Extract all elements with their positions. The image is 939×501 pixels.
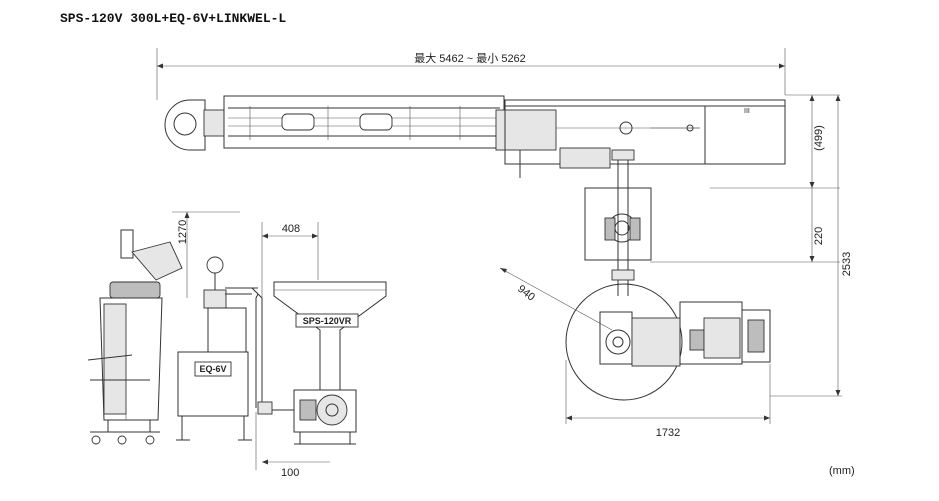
dim-conveyor-height: (499) xyxy=(813,125,825,151)
tank-label: EQ-6V xyxy=(199,364,226,374)
dim-pipe-offset: 100 xyxy=(281,467,299,479)
dim-overall-length: 最大 5462 ~ 最小 5262 xyxy=(414,51,526,65)
svg-text:III: III xyxy=(744,108,750,115)
dim-radius: 940 xyxy=(515,283,537,304)
conveyor-top-view: 最大 5462 ~ 最小 5262 III xyxy=(156,48,853,439)
side-view: 1270 EQ-6V 408 100 SPS-1 xyxy=(87,211,387,479)
dim-offset-408: 408 xyxy=(282,223,300,235)
dim-base-width: 1732 xyxy=(656,427,680,439)
dim-mid-height: 220 xyxy=(813,227,825,245)
drawing-title: SPS-120V 300L+EQ-6V+LINKWEL-L xyxy=(60,11,286,26)
dim-total-height: 2533 xyxy=(841,252,853,276)
unit-label: (mm) xyxy=(829,465,855,477)
dim-tank-height: 1270 xyxy=(177,220,189,244)
hopper-label: SPS-120VR xyxy=(303,316,352,326)
